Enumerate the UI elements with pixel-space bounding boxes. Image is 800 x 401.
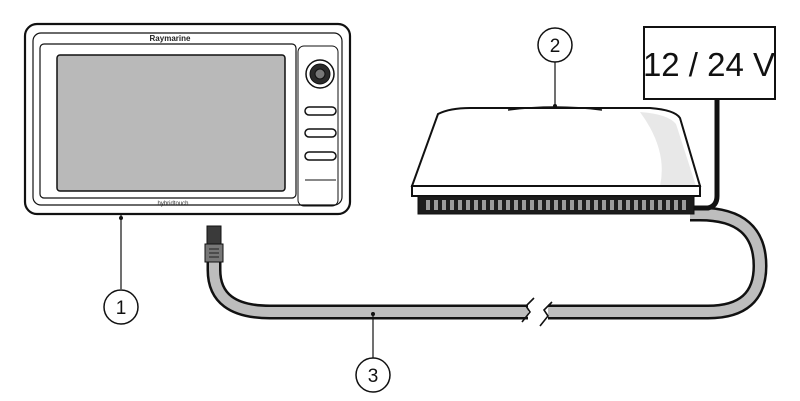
- vent-slot: [466, 200, 470, 210]
- vent-slot: [610, 200, 614, 210]
- vent-slot: [538, 200, 542, 210]
- vent-slot: [498, 200, 502, 210]
- callout-1-number: 1: [116, 298, 127, 319]
- vent-slot: [450, 200, 454, 210]
- vent-slot: [618, 200, 622, 210]
- softkey-button-1[interactable]: [304, 106, 337, 116]
- vent-slot: [490, 200, 494, 210]
- power-supply-label: 12 / 24 V: [643, 46, 775, 83]
- callout-2: 2: [537, 27, 573, 108]
- vent-slot: [530, 200, 534, 210]
- vent-slot: [562, 200, 566, 210]
- radar-dome: [410, 106, 702, 215]
- cable-break-mark: [539, 301, 553, 327]
- vent-slot: [546, 200, 550, 210]
- multifunction-display: Raymarine hybridtouch: [23, 22, 352, 216]
- softkey-button-3[interactable]: [304, 151, 337, 161]
- brand-logo: Raymarine: [150, 34, 191, 43]
- vent-slot: [458, 200, 462, 210]
- vent-slot: [634, 200, 638, 210]
- vent-slot: [554, 200, 558, 210]
- vent-slot: [578, 200, 582, 210]
- vent-slot: [642, 200, 646, 210]
- sub-brand-label: hybridtouch: [157, 201, 188, 207]
- cable-connector: [204, 225, 224, 263]
- vent-slot: [594, 200, 598, 210]
- vent-slot: [682, 200, 686, 210]
- vent-slot: [626, 200, 630, 210]
- vent-slot: [586, 200, 590, 210]
- network-cable: [206, 206, 768, 327]
- vent-slot: [426, 200, 430, 210]
- vent-slot: [434, 200, 438, 210]
- vent-slot: [602, 200, 606, 210]
- radar-base-vents: [426, 200, 686, 210]
- vent-slot: [570, 200, 574, 210]
- display-screen: [56, 54, 286, 192]
- power-wire: [690, 99, 720, 211]
- vent-slot: [522, 200, 526, 210]
- vent-slot: [666, 200, 670, 210]
- vent-slot: [658, 200, 662, 210]
- softkey-button-2[interactable]: [304, 128, 337, 138]
- vent-slot: [650, 200, 654, 210]
- cable-break-mark: [521, 297, 535, 323]
- vent-slot: [474, 200, 478, 210]
- power-supply: 12 / 24 V: [643, 26, 776, 211]
- vent-slot: [506, 200, 510, 210]
- callout-3: 3: [355, 312, 391, 393]
- vent-slot: [514, 200, 518, 210]
- vent-slot: [442, 200, 446, 210]
- callout-1: 1: [103, 214, 139, 325]
- vent-slot: [482, 200, 486, 210]
- callout-3-number: 3: [368, 366, 379, 387]
- rotary-knob[interactable]: [305, 59, 335, 89]
- callout-2-number: 2: [550, 36, 561, 57]
- vent-slot: [674, 200, 678, 210]
